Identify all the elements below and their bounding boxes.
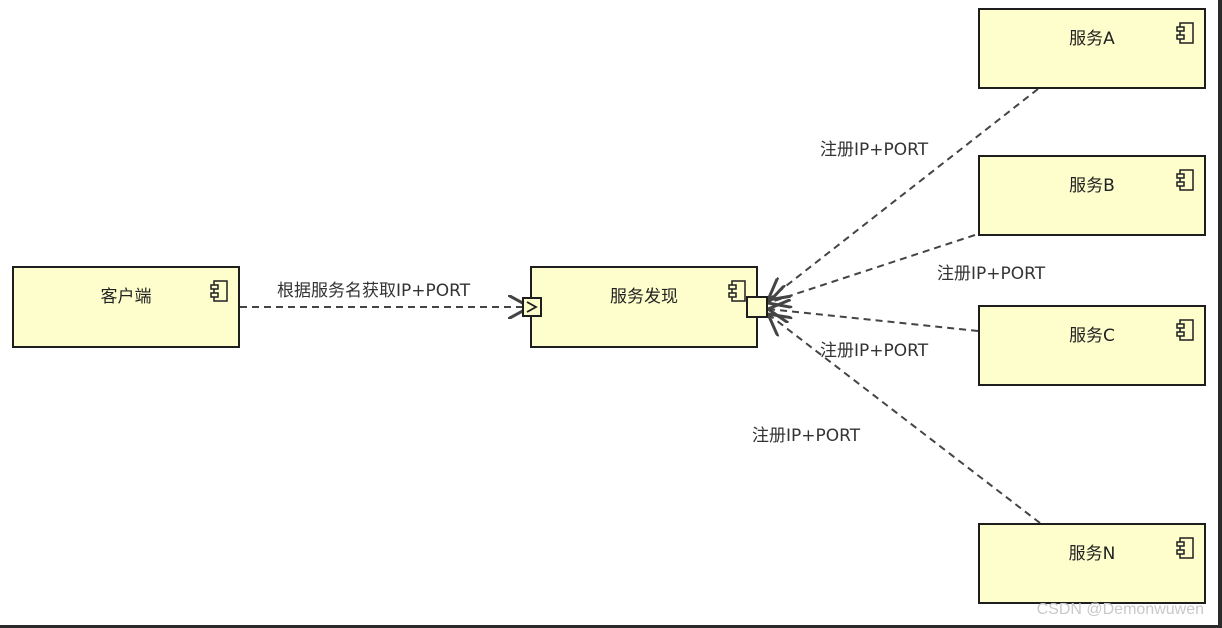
service-b-component[interactable]: 服务B [978,155,1206,236]
register-label-c: 注册IP+PORT [820,341,929,361]
uml-component-icon [1176,537,1194,559]
uml-component-icon [1176,22,1194,44]
register-connector-c [768,309,979,332]
required-interface-port[interactable] [522,297,542,317]
register-label-b: 注册IP+PORT [937,264,1046,284]
service-n-name: 服务N [1068,544,1116,564]
service-b-name: 服务B [1069,176,1115,196]
register-label-n: 注册IP+PORT [752,426,861,446]
service-a-name: 服务A [1069,29,1115,49]
watermark: CSDN @Demonwuwen [1036,601,1204,618]
register-connector-n [768,314,1041,524]
uml-component-icon [1176,169,1194,191]
uml-component-icon [210,280,228,302]
discovery-name: 服务发现 [610,287,678,307]
uml-component-icon [1176,319,1194,341]
provided-interface-port[interactable] [746,296,768,318]
service-a-component[interactable]: 服务A [978,8,1206,89]
service-n-component[interactable]: 服务N [978,523,1206,604]
client-component[interactable]: 客户端 [12,266,240,348]
uml-component-icon [728,280,746,302]
discovery-component[interactable]: 服务发现 [530,266,758,348]
lookup-label: 根据服务名获取IP+PORT [277,281,471,301]
client-name: 客户端 [100,287,152,307]
register-connector-a [768,88,1039,300]
service-c-name: 服务C [1069,326,1115,346]
port-arrow-icon [526,301,538,313]
service-c-component[interactable]: 服务C [978,305,1206,386]
register-label-a: 注册IP+PORT [820,140,929,160]
register-connector-b [768,234,976,303]
